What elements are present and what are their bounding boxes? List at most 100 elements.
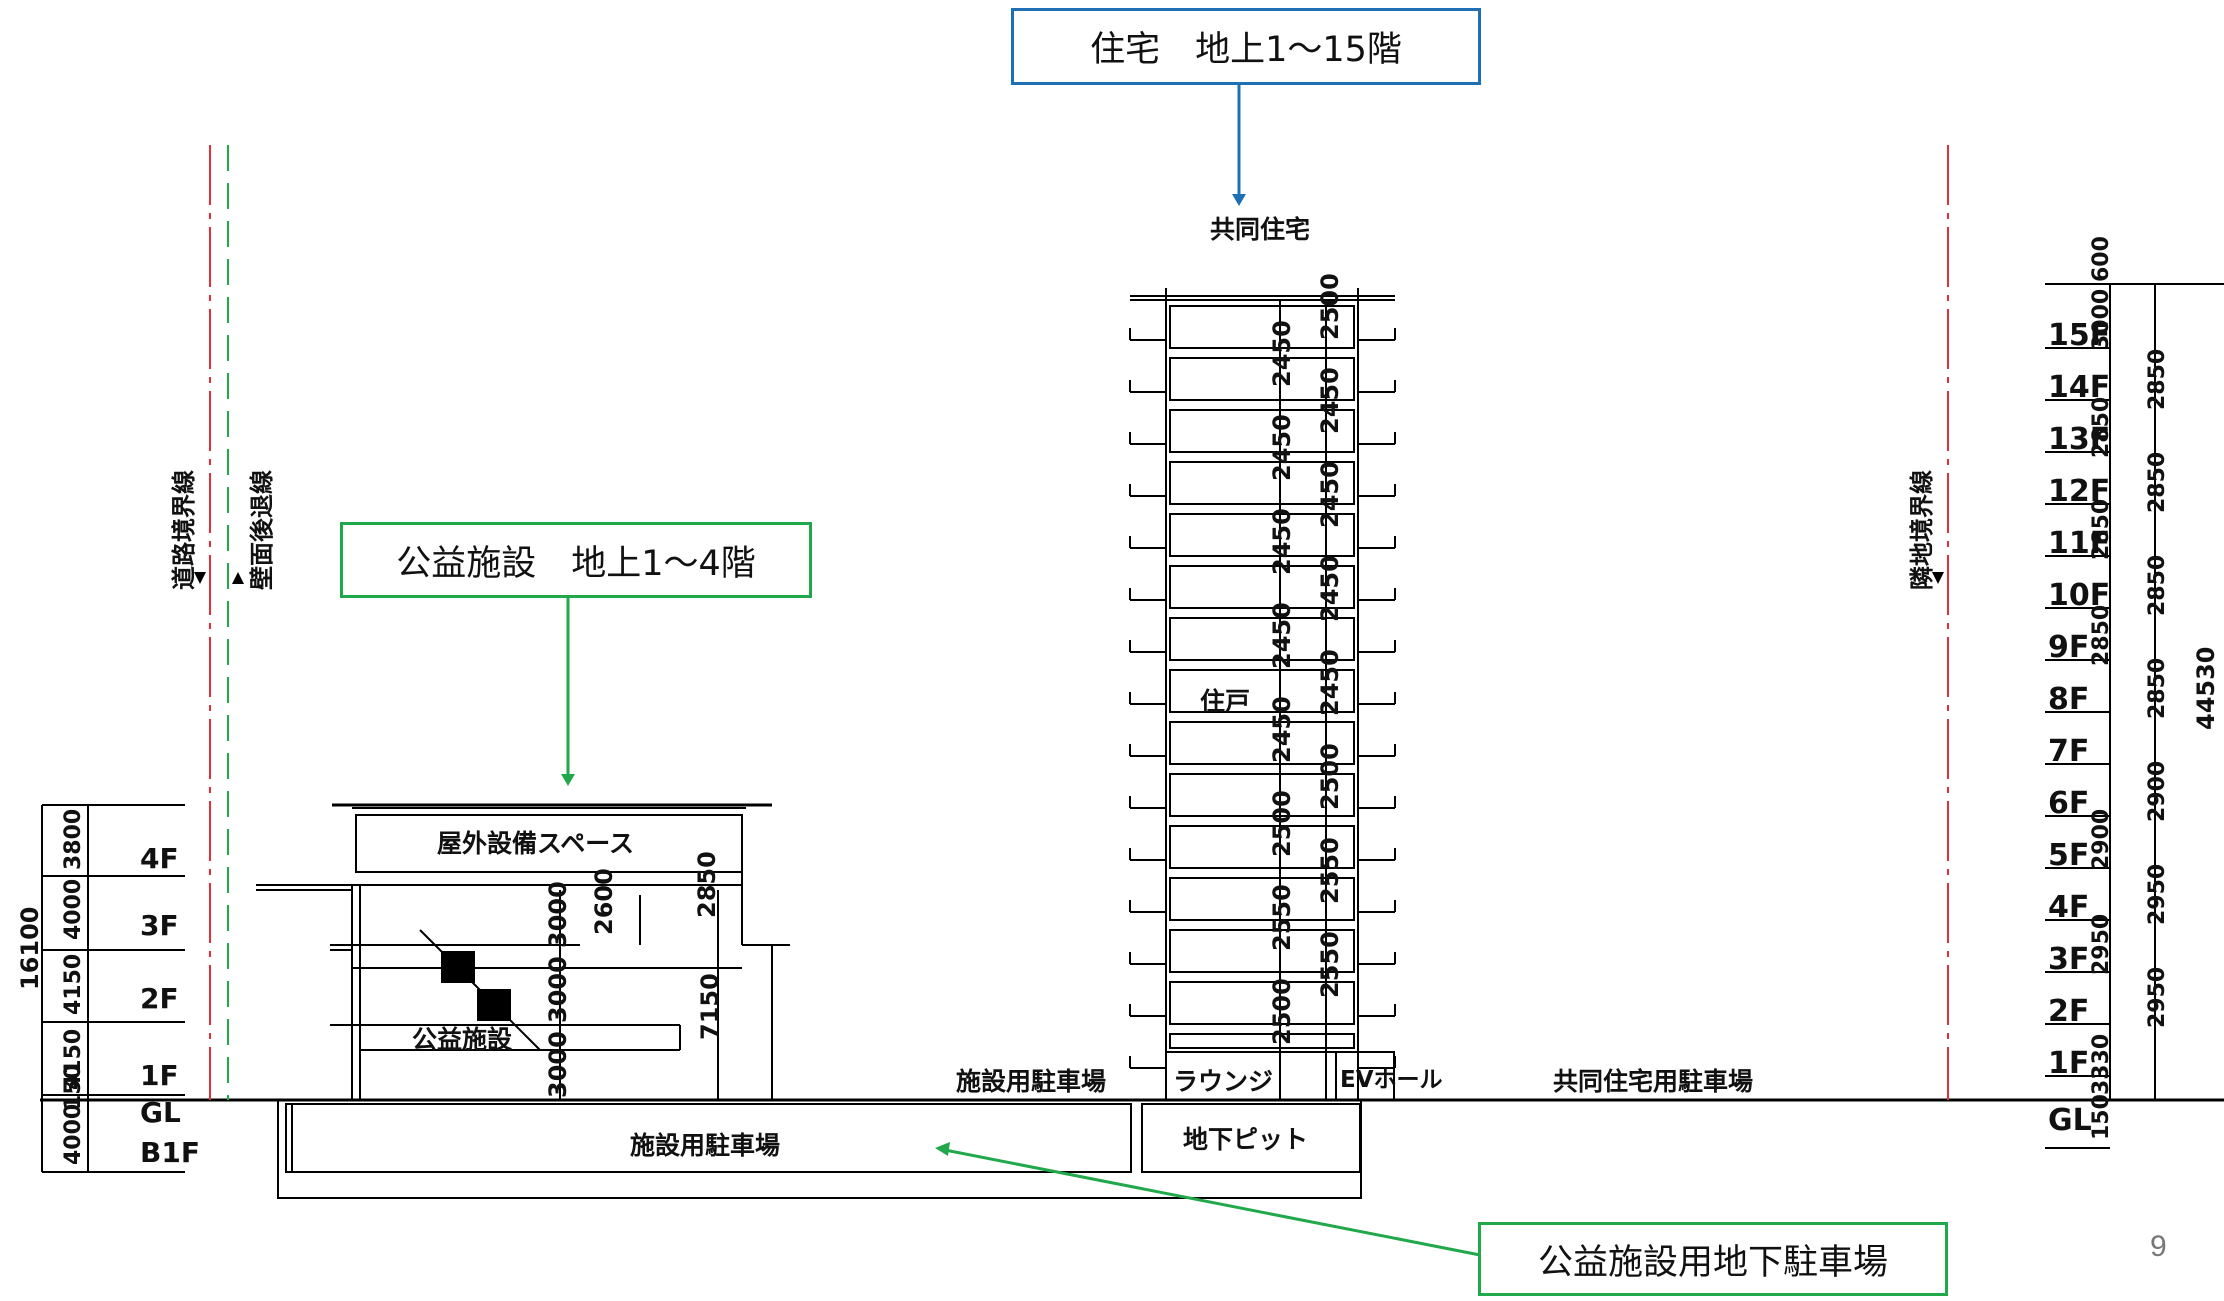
tower-floor-room — [1169, 721, 1355, 765]
public-facility-callout-text: 公益施設 地上1〜4階 — [396, 543, 756, 584]
right-big-dim-label: 2950 — [2145, 864, 2170, 925]
tower-dim-label: 2450 — [1316, 649, 1344, 716]
tower-dim-label: 2500 — [1316, 743, 1344, 810]
right-floor-label: 4F — [2048, 890, 2089, 925]
left-dim-label: 3800 — [61, 809, 86, 870]
tower-dim-label: 2450 — [1268, 508, 1296, 575]
tower-floor-room — [1169, 1033, 1355, 1049]
public-facility-callout: 公益施設 地上1〜4階 — [340, 522, 812, 598]
public-dim-label: 3000 — [544, 956, 572, 1023]
tower-dim-label: 2450 — [1316, 555, 1344, 622]
tower-floor-room — [1169, 357, 1355, 401]
road-boundary-marker-icon — [194, 572, 206, 584]
right-small-dim-label: 2950 — [2089, 914, 2114, 975]
residential-parking-label: 共同住宅用駐車場 — [1553, 1067, 1753, 1096]
right-big-dim-label: 2850 — [2145, 349, 2170, 410]
outdoor-equipment-label: 屋外設備スペース — [437, 829, 634, 858]
right-small-dim-label: 3000 — [2089, 289, 2114, 350]
right-total-label: 44530 — [2192, 647, 2220, 731]
tower-dim-label: 2500 — [1316, 273, 1344, 340]
public-dim-label: 3000 — [544, 1031, 572, 1098]
tower-floor-room — [1169, 929, 1355, 973]
road-boundary-label: 道路境界線 — [170, 470, 198, 590]
right-small-dim-label: 150 — [2089, 1094, 2114, 1140]
right-small-dim-label: 2900 — [2089, 809, 2114, 870]
right-floor-label: 1F — [2048, 1046, 2089, 1081]
public-facility-label: 公益施設 — [412, 1025, 513, 1054]
tower-floor-room — [1169, 409, 1355, 453]
right-big-dim-label: 2850 — [2145, 658, 2170, 719]
left-floor-label: GL — [140, 1096, 181, 1129]
right-floor-label: 3F — [2048, 942, 2089, 977]
right-small-dim-label: 600 — [2089, 236, 2114, 282]
neighbor-boundary-label: 隣地境界線 — [1908, 470, 1936, 590]
tower-dim-label: 2550 — [1268, 884, 1296, 951]
residential-callout-text: 住宅 地上1〜15階 — [1090, 30, 1402, 70]
right-floor-label: 14F — [2048, 370, 2110, 405]
tower-floors: 2500245024502450245024502450245024502450… — [1129, 273, 1396, 1100]
basement-parking-callout-text: 公益施設用地下駐車場 — [1537, 1242, 1888, 1283]
tower-floor-room — [1169, 669, 1355, 713]
outdoor-equipment-room — [355, 814, 743, 873]
left-dim-label: 4000 — [61, 879, 86, 940]
right-floor-label: GL — [2048, 1103, 2092, 1138]
tower-floor-room — [1169, 825, 1355, 869]
left-dim-label: 4150 — [61, 954, 86, 1015]
left-dim-label: 150 — [61, 1064, 86, 1110]
left-floor-label: 3F — [140, 909, 179, 942]
tower-dim-label: 2550 — [1316, 837, 1344, 904]
right-floor-label: 13F — [2048, 422, 2110, 457]
right-level-scale: 15F14F13F12F11F10F9F8F7F6F5F4F3F2F1FGL60… — [2045, 236, 2224, 1149]
left-floor-label: 2F — [140, 982, 179, 1015]
facility-parking-label: 施設用駐車場 — [956, 1067, 1106, 1096]
tower-floor-room — [1169, 461, 1355, 505]
right-floor-label: 9F — [2048, 630, 2089, 665]
page-number: 9 — [2150, 1230, 2167, 1263]
tower-floor-room — [1169, 877, 1355, 921]
right-floor-label: 8F — [2048, 682, 2089, 717]
underground-pit-label: 地下ピット — [1183, 1125, 1308, 1154]
tower-dim-label: 2450 — [1268, 696, 1296, 763]
tower-dim-label: 2450 — [1268, 320, 1296, 387]
unit-label: 住戸 — [1200, 687, 1250, 716]
tower-floor-room — [1169, 305, 1355, 349]
residential-callout: 住宅 地上1〜15階 — [1011, 8, 1481, 85]
left-dim-label: 4150 — [61, 1029, 86, 1090]
left-total-label: 16100 — [16, 907, 44, 991]
right-big-dim-label: 2900 — [2145, 761, 2170, 822]
right-big-dim-label: 2950 — [2145, 967, 2170, 1028]
tower-floor-room — [1169, 617, 1355, 661]
neighbor-boundary-marker-icon — [1932, 572, 1944, 584]
setback-line-label: 壁面後退線 — [248, 470, 276, 590]
right-floor-label: 6F — [2048, 786, 2089, 821]
right-small-dim-label: 2850 — [2089, 397, 2114, 458]
public-dim-label: 2850 — [693, 851, 721, 918]
right-floor-label: 11F — [2048, 526, 2110, 561]
ev-hall-label: EVホール — [1340, 1067, 1443, 1093]
right-floor-label: 5F — [2048, 838, 2089, 873]
underground-pit-room — [1141, 1103, 1361, 1173]
right-small-dim-label: 2850 — [2089, 605, 2114, 666]
right-big-dim-label: 2850 — [2145, 555, 2170, 616]
left-floor-label: B1F — [140, 1136, 200, 1169]
left-floor-label: 4F — [140, 842, 179, 875]
public-dim-label: 3000 — [544, 881, 572, 948]
right-floor-label: 10F — [2048, 578, 2110, 613]
public-dim-label: 7150 — [696, 973, 724, 1040]
public-dim-label: 2600 — [590, 868, 618, 935]
right-floor-label: 15F — [2048, 318, 2110, 353]
tower-dim-label: 2450 — [1268, 602, 1296, 669]
right-big-dim-label: 2850 — [2145, 452, 2170, 513]
right-floor-label: 2F — [2048, 994, 2089, 1029]
tower-dim-label: 2500 — [1268, 790, 1296, 857]
tower-dim-label: 2500 — [1268, 978, 1296, 1045]
right-floor-label: 12F — [2048, 474, 2110, 509]
tower-dim-label: 2550 — [1316, 931, 1344, 998]
ev-hall-room — [1335, 1051, 1395, 1101]
tower-floor-room — [1169, 981, 1355, 1025]
setback-marker-icon — [232, 572, 244, 584]
basement-parking-callout: 公益施設用地下駐車場 — [1478, 1222, 1948, 1296]
tower-floor-room — [1169, 565, 1355, 609]
